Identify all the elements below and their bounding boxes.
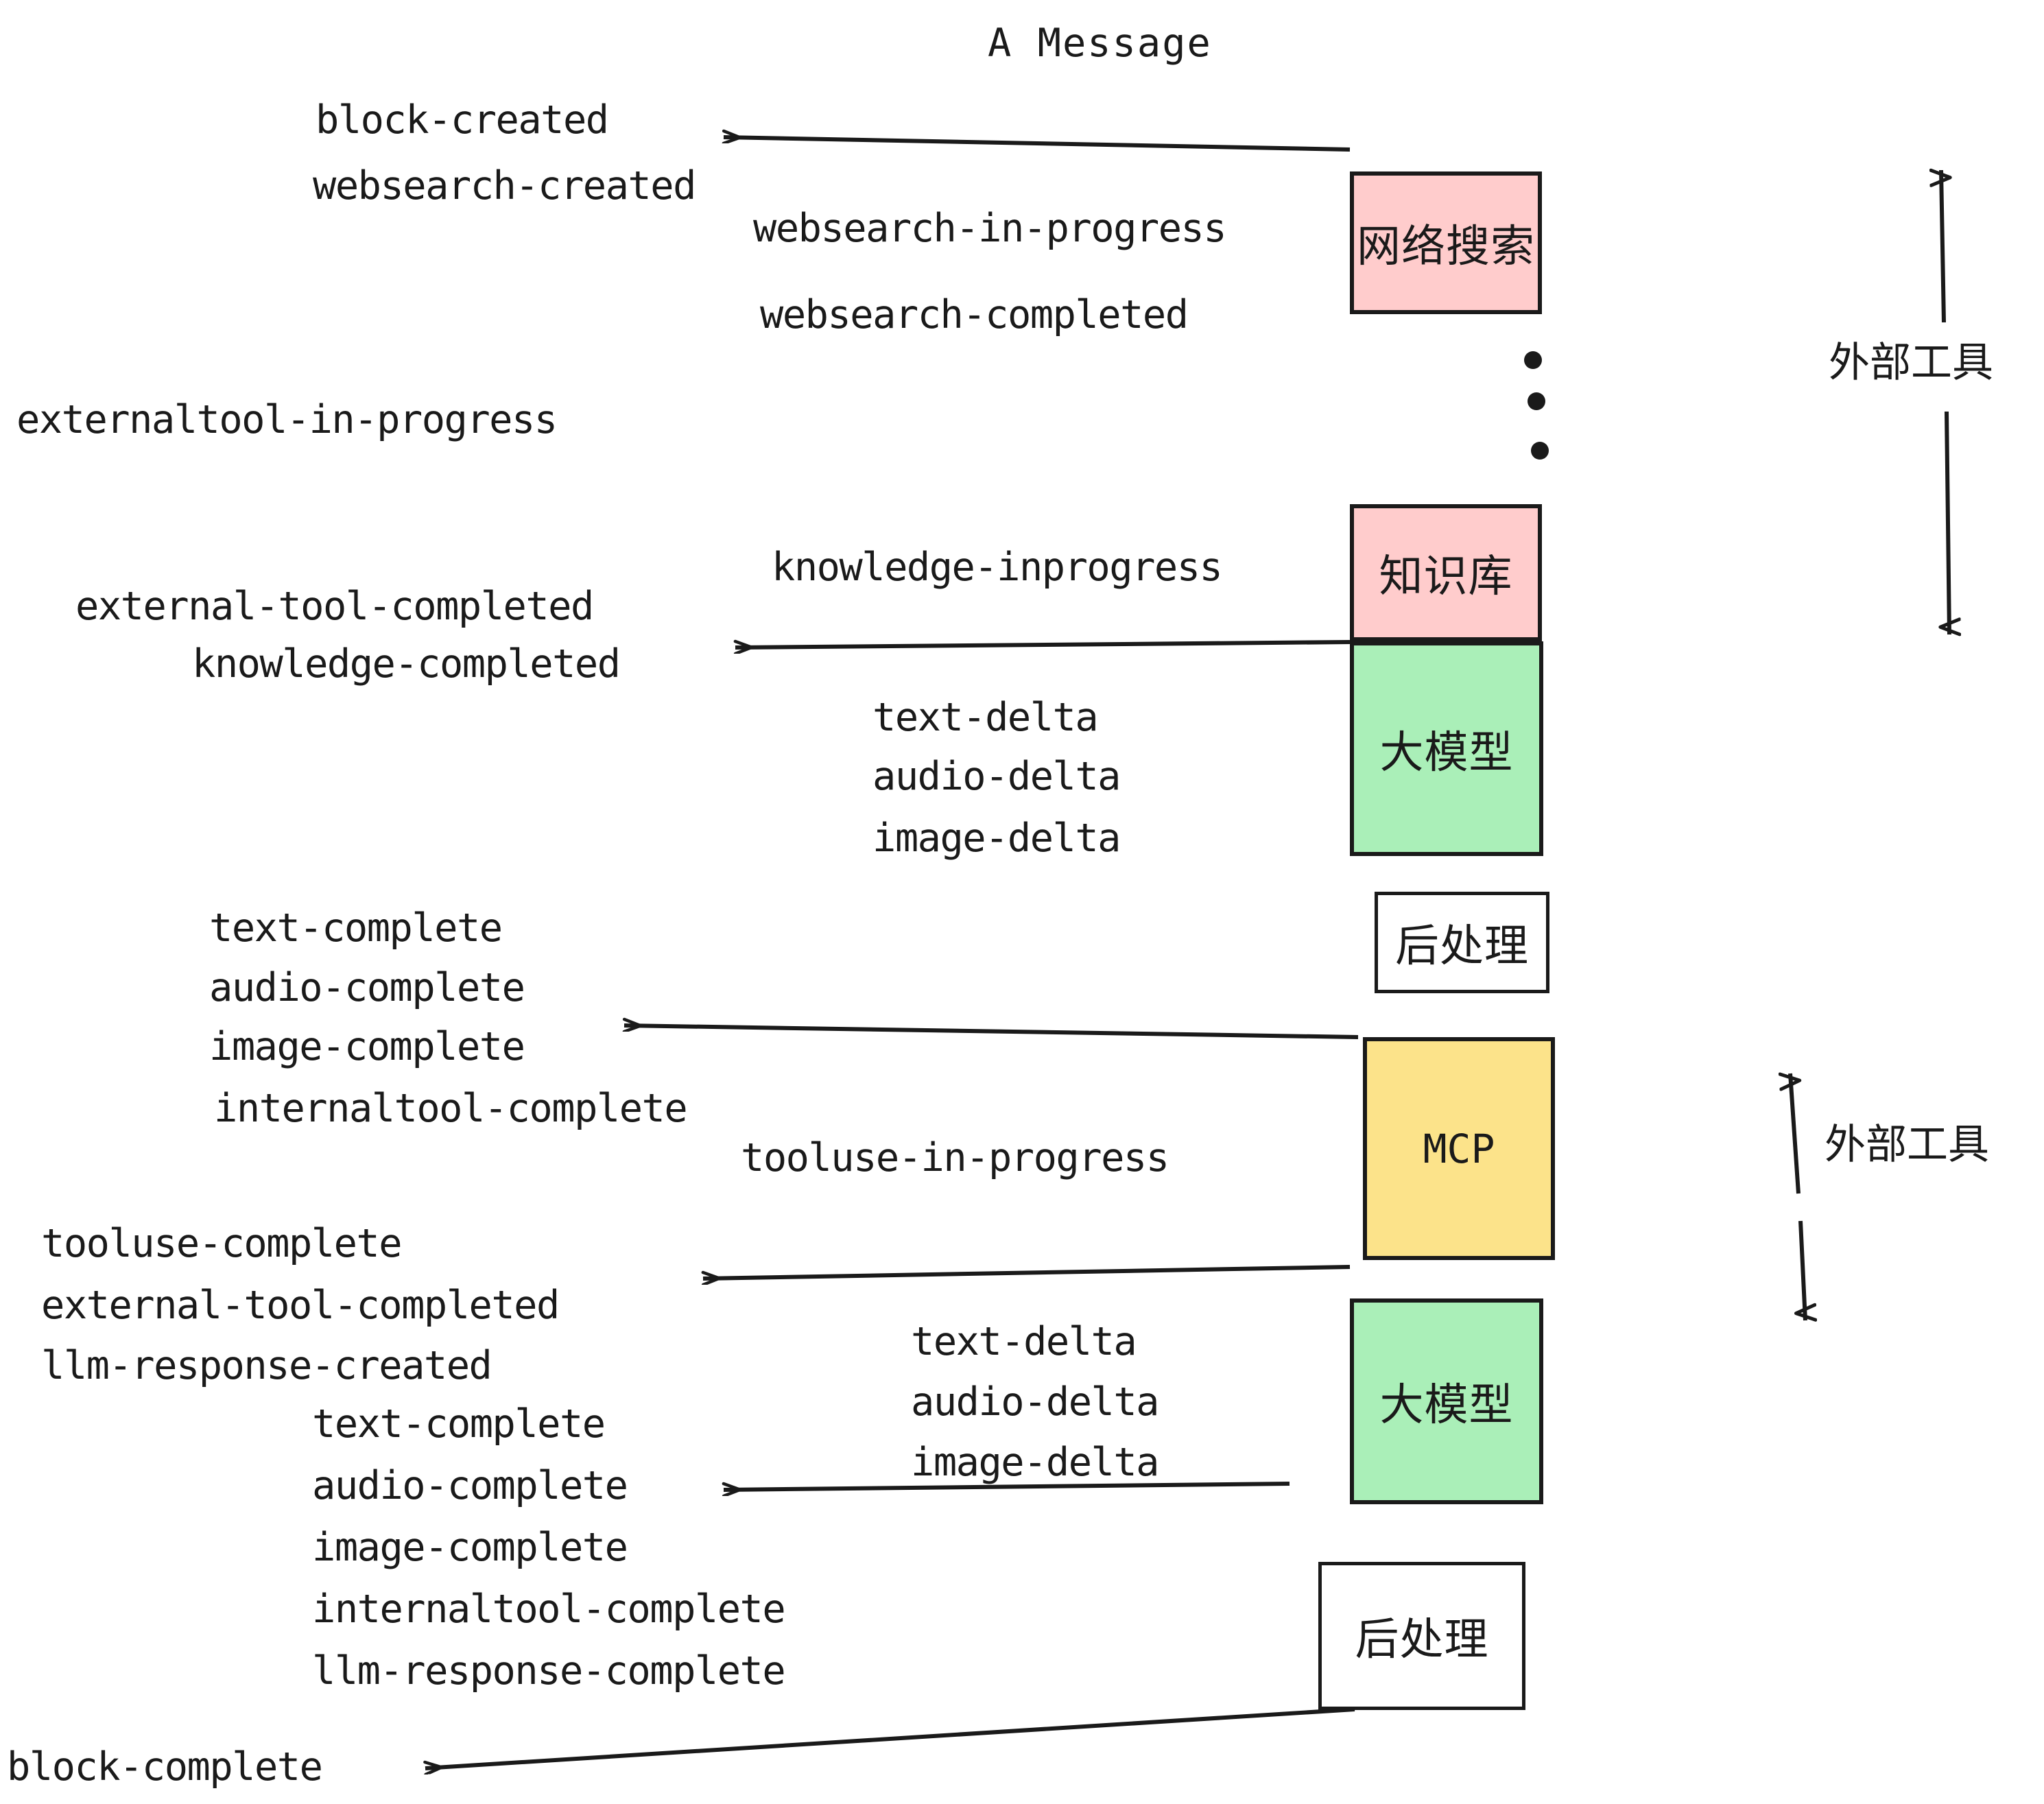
event-image-delta-2: image-delta: [911, 1440, 1160, 1485]
arrow-block-complete: [425, 1707, 1355, 1768]
event-websearch-created: websearch-created: [313, 163, 696, 209]
box-websearch-label: 网络搜索: [1357, 222, 1535, 272]
label-external-tool-top: 外部工具: [1829, 339, 1993, 387]
box-websearch[interactable]: 网络搜索: [1350, 171, 1542, 314]
page-title: A Message: [988, 21, 1212, 66]
event-tooluse-in-progress: tooluse-in-progress: [741, 1135, 1169, 1180]
box-mcp-label: MCP: [1423, 1125, 1495, 1172]
event-external-tool-completed-2: external-tool-completed: [41, 1283, 560, 1328]
label-external-tool-bottom: 外部工具: [1825, 1121, 1989, 1169]
event-audio-delta-2: audio-delta: [911, 1379, 1160, 1425]
box-knowledgebase-label: 知识库: [1379, 551, 1513, 602]
event-websearch-in-progress: websearch-in-progress: [753, 206, 1227, 251]
event-internaltool-complete-2: internaltool-complete: [312, 1587, 786, 1632]
ellipsis-dot: [1524, 351, 1542, 369]
event-knowledge-completed: knowledge-completed: [192, 641, 621, 687]
arrow-tooluse-complete: [703, 1265, 1351, 1279]
box-mcp[interactable]: MCP: [1363, 1037, 1555, 1260]
event-text-complete-1: text-complete: [209, 905, 503, 951]
event-tooluse-complete: tooluse-complete: [41, 1221, 403, 1266]
event-llm-response-created: llm-response-created: [41, 1343, 492, 1388]
event-text-delta-2: text-delta: [911, 1319, 1137, 1364]
box-llm-top-label: 大模型: [1379, 727, 1514, 779]
event-block-complete: block-complete: [7, 1744, 323, 1790]
arrow-image-complete: [624, 1025, 1359, 1039]
event-internaltool-complete-1: internaltool-complete: [214, 1086, 688, 1131]
box-llm-bottom[interactable]: 大模型: [1350, 1298, 1543, 1504]
event-block-created: block-created: [316, 97, 609, 143]
event-externaltool-in-progress: externaltool-in-progress: [16, 397, 558, 442]
event-audio-complete-2: audio-complete: [312, 1463, 628, 1508]
event-llm-response-complete: llm-response-complete: [312, 1648, 786, 1694]
event-text-complete-2: text-complete: [312, 1401, 606, 1447]
event-image-delta-1: image-delta: [872, 816, 1121, 861]
event-websearch-completed: websearch-completed: [760, 292, 1189, 337]
box-llm-top[interactable]: 大模型: [1350, 641, 1543, 856]
box-knowledgebase[interactable]: 知识库: [1350, 504, 1542, 641]
box-postprocess-bottom-label: 后处理: [1355, 1615, 1489, 1665]
arrow-block-created: [724, 137, 1351, 152]
box-postprocess-top[interactable]: 后处理: [1375, 892, 1549, 993]
event-audio-delta-1: audio-delta: [872, 754, 1121, 799]
box-postprocess-top-label: 后处理: [1395, 921, 1529, 972]
ellipsis-dot: [1531, 442, 1549, 460]
box-llm-bottom-label: 大模型: [1379, 1380, 1514, 1431]
event-external-tool-completed-1: external-tool-completed: [75, 584, 594, 629]
external-tool-span-top: [1941, 170, 1949, 634]
external-tool-span-bottom: [1790, 1073, 1805, 1320]
arrow-knowledge-completed: [735, 642, 1351, 648]
event-image-complete-1: image-complete: [209, 1024, 525, 1069]
event-audio-complete-1: audio-complete: [209, 965, 525, 1010]
event-knowledge-inprogress: knowledge-inprogress: [772, 545, 1223, 590]
event-image-complete-2: image-complete: [312, 1525, 628, 1570]
ellipsis-dot: [1528, 392, 1545, 410]
box-postprocess-bottom[interactable]: 后处理: [1318, 1562, 1525, 1710]
event-text-delta-1: text-delta: [872, 695, 1099, 740]
